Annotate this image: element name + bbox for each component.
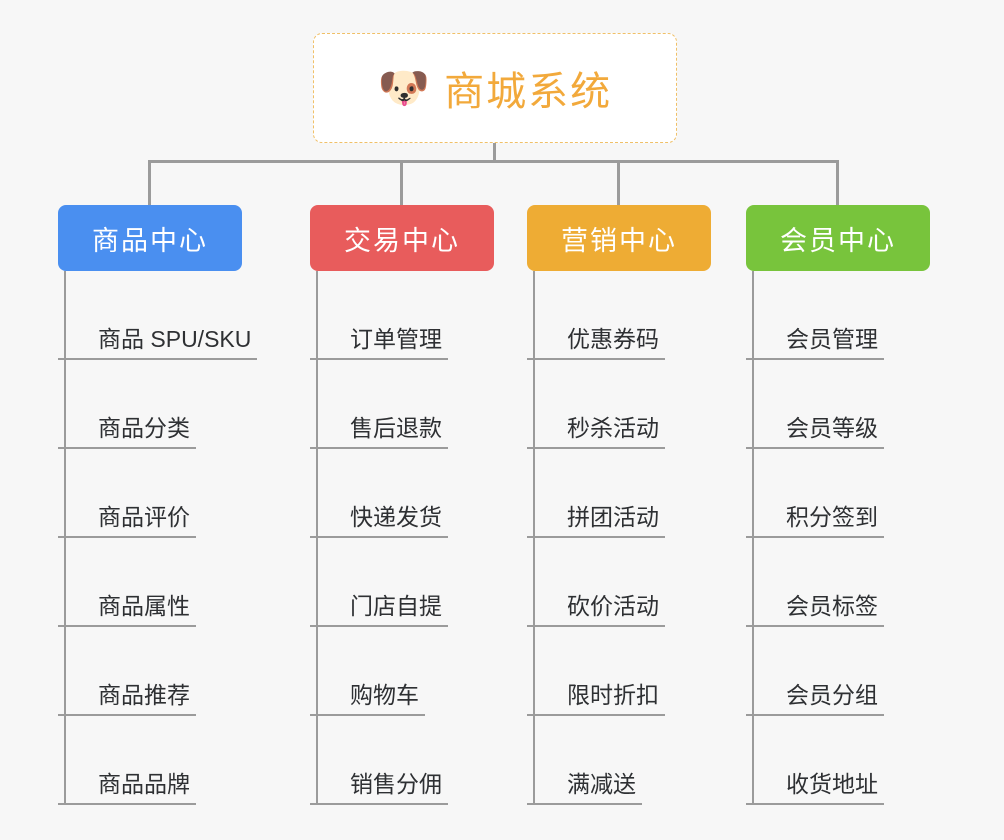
leaf-item[interactable]: 购物车 xyxy=(310,627,494,716)
leaf-trunk-1 xyxy=(64,271,66,805)
leaf-trunk-2 xyxy=(316,271,318,805)
leaf-label: 积分签到 xyxy=(746,504,884,538)
leaf-item[interactable]: 秒杀活动 xyxy=(527,360,711,449)
leaf-item[interactable]: 满减送 xyxy=(527,716,711,805)
leaf-list-1: 商品 SPU/SKU 商品分类商品评价商品属性商品推荐商品品牌 xyxy=(58,271,258,805)
leaf-list-2: 订单管理售后退款快递发货门店自提购物车销售分佣 xyxy=(310,271,494,805)
leaf-item[interactable]: 优惠券码 xyxy=(527,271,711,360)
leaf-label: 商品属性 xyxy=(58,593,196,627)
leaf-item[interactable]: 会员等级 xyxy=(746,360,930,449)
leaf-label: 优惠券码 xyxy=(527,326,665,360)
connector-drop-4 xyxy=(836,160,839,205)
leaf-item[interactable]: 快递发货 xyxy=(310,449,494,538)
leaf-label: 售后退款 xyxy=(310,415,448,449)
leaf-label: 会员管理 xyxy=(746,326,884,360)
leaf-item[interactable]: 门店自提 xyxy=(310,538,494,627)
leaf-item[interactable]: 商品品牌 xyxy=(58,716,242,805)
branch-column-4: 会员中心会员管理会员等级积分签到会员标签会员分组收货地址 xyxy=(746,205,930,805)
connector-drop-2 xyxy=(400,160,403,205)
leaf-item[interactable]: 销售分佣 xyxy=(310,716,494,805)
leaf-label: 收货地址 xyxy=(746,771,884,805)
leaf-label: 商品推荐 xyxy=(58,682,196,716)
leaf-item[interactable]: 会员管理 xyxy=(746,271,930,360)
leaf-label: 商品 SPU/SKU xyxy=(58,326,258,360)
leaf-list-3: 优惠券码秒杀活动拼团活动砍价活动限时折扣满减送 xyxy=(527,271,711,805)
leaf-item[interactable]: 会员标签 xyxy=(746,538,930,627)
leaf-label: 门店自提 xyxy=(310,593,448,627)
leaf-item[interactable]: 收货地址 xyxy=(746,716,930,805)
shiba-dog-face-icon: 🐶 xyxy=(377,64,431,111)
branch-column-3: 营销中心优惠券码秒杀活动拼团活动砍价活动限时折扣满减送 xyxy=(527,205,711,805)
branch-header-2[interactable]: 交易中心 xyxy=(310,205,494,271)
leaf-item[interactable]: 商品分类 xyxy=(58,360,242,449)
leaf-label: 购物车 xyxy=(310,682,425,716)
leaf-label: 秒杀活动 xyxy=(527,415,665,449)
leaf-trunk-3 xyxy=(533,271,535,805)
branch-header-4[interactable]: 会员中心 xyxy=(746,205,930,271)
leaf-item[interactable]: 商品属性 xyxy=(58,538,242,627)
leaf-item[interactable]: 商品推荐 xyxy=(58,627,242,716)
leaf-item[interactable]: 商品 SPU/SKU xyxy=(58,271,258,360)
leaf-label: 商品品牌 xyxy=(58,771,196,805)
connector-drop-3 xyxy=(617,160,620,205)
branch-header-1[interactable]: 商品中心 xyxy=(58,205,242,271)
leaf-list-4: 会员管理会员等级积分签到会员标签会员分组收货地址 xyxy=(746,271,930,805)
leaf-label: 拼团活动 xyxy=(527,504,665,538)
leaf-item[interactable]: 拼团活动 xyxy=(527,449,711,538)
leaf-label: 销售分佣 xyxy=(310,771,448,805)
leaf-label: 满减送 xyxy=(527,771,642,805)
branch-header-3[interactable]: 营销中心 xyxy=(527,205,711,271)
leaf-item[interactable]: 商品评价 xyxy=(58,449,242,538)
branch-column-1: 商品中心商品 SPU/SKU 商品分类商品评价商品属性商品推荐商品品牌 xyxy=(58,205,258,805)
leaf-item[interactable]: 订单管理 xyxy=(310,271,494,360)
leaf-label: 砍价活动 xyxy=(527,593,665,627)
leaf-label: 商品分类 xyxy=(58,415,196,449)
leaf-label: 订单管理 xyxy=(310,326,448,360)
leaf-item[interactable]: 会员分组 xyxy=(746,627,930,716)
leaf-item[interactable]: 积分签到 xyxy=(746,449,930,538)
connector-root-stem xyxy=(493,143,496,162)
root-title: 商城系统 xyxy=(444,70,613,114)
connector-horizontal-bus xyxy=(148,160,839,163)
leaf-label: 会员等级 xyxy=(746,415,884,449)
leaf-label: 限时折扣 xyxy=(527,682,665,716)
leaf-trunk-4 xyxy=(752,271,754,805)
leaf-label: 会员分组 xyxy=(746,682,884,716)
leaf-item[interactable]: 售后退款 xyxy=(310,360,494,449)
root-node[interactable]: 🐶 商城系统 xyxy=(313,33,677,143)
connector-drop-1 xyxy=(148,160,151,205)
leaf-item[interactable]: 限时折扣 xyxy=(527,627,711,716)
branch-column-2: 交易中心订单管理售后退款快递发货门店自提购物车销售分佣 xyxy=(310,205,494,805)
leaf-label: 会员标签 xyxy=(746,593,884,627)
leaf-label: 商品评价 xyxy=(58,504,196,538)
leaf-label: 快递发货 xyxy=(310,504,448,538)
leaf-item[interactable]: 砍价活动 xyxy=(527,538,711,627)
